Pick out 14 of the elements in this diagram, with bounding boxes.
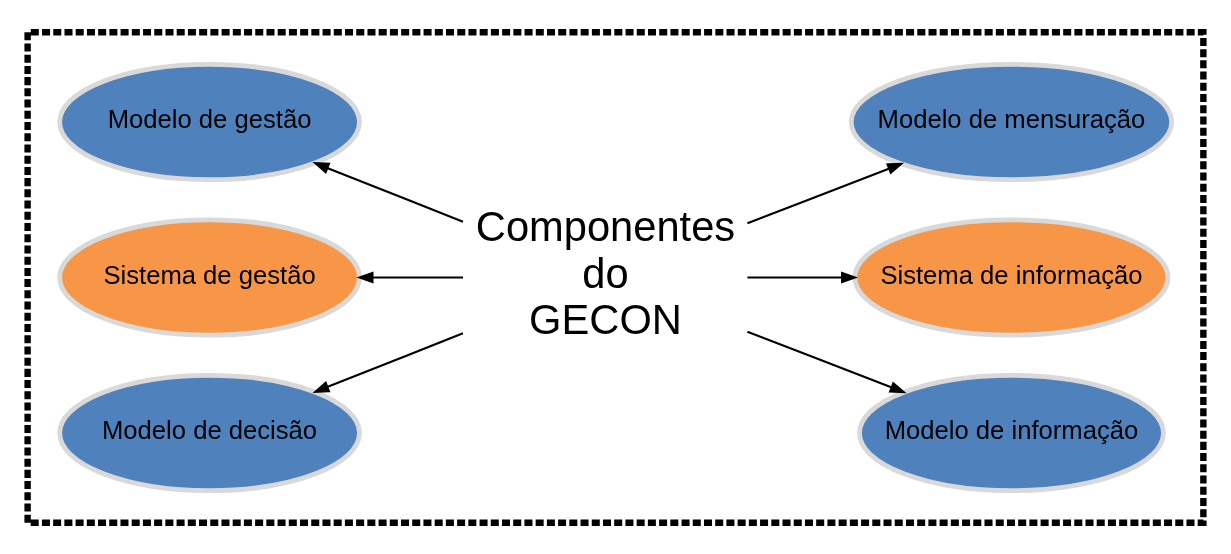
arrow: [312, 161, 464, 223]
node-ellipse: Modelo de informação: [857, 372, 1166, 493]
node-ellipse: Sistema de informação: [852, 216, 1171, 338]
node-text: Componentes do GECON: [475, 202, 736, 343]
arrow: [312, 331, 464, 393]
node-ellipse: Modelo de mensuração: [848, 61, 1175, 182]
arrow: [747, 330, 907, 393]
arrow: [747, 162, 905, 224]
node-ellipse: Sistema de gestão: [57, 216, 362, 338]
cluster: [24, 28, 1207, 526]
node-ellipse: Modelo de gestão: [57, 61, 362, 182]
node-ellipse: Modelo de decisão: [57, 372, 362, 493]
arrow: [356, 271, 463, 283]
arrow: [747, 271, 859, 283]
